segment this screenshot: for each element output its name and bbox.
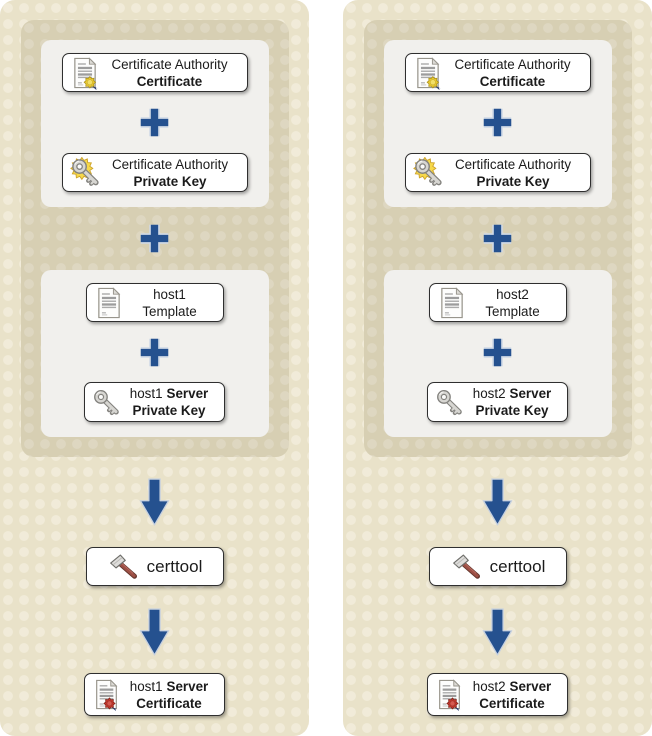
host2-ca-card: Certificate Authority Certificate Certif…	[383, 40, 612, 207]
hammer-icon	[107, 552, 140, 582]
ca-private-key-label: Certificate Authority Private Key	[111, 156, 229, 189]
certtool-label: certtool	[146, 556, 203, 576]
host2-inputs-group: Certificate Authority Certificate Certif…	[363, 20, 632, 457]
plus-icon	[481, 336, 514, 369]
host1-ca-card: Certificate Authority Certificate Certif…	[40, 40, 269, 207]
certificate-gold-seal-icon	[413, 56, 443, 90]
key-icon	[435, 388, 464, 417]
certtool-node: certtool	[85, 547, 224, 586]
key-icon	[92, 388, 121, 417]
down-arrow-icon	[482, 478, 513, 526]
down-arrow-icon	[139, 608, 170, 656]
certificate-red-seal-icon	[435, 678, 464, 711]
plus-icon	[481, 106, 514, 139]
ca-certificate-label: Certificate Authority Certificate	[111, 56, 228, 89]
key-sunburst-icon	[70, 157, 101, 188]
plus-icon	[138, 222, 171, 255]
key-sunburst-icon	[413, 157, 444, 188]
ca-certificate-node: Certificate Authority Certificate	[404, 53, 591, 92]
down-arrow-icon	[482, 608, 513, 656]
hammer-icon	[450, 552, 483, 582]
plus-icon	[481, 222, 514, 255]
plus-icon	[138, 106, 171, 139]
certificate-red-seal-icon	[92, 678, 121, 711]
certtool-label: certtool	[489, 556, 546, 576]
ca-certificate-label: Certificate Authority Certificate	[454, 56, 571, 89]
down-arrow-icon	[139, 478, 170, 526]
ca-certificate-node: Certificate Authority Certificate	[61, 53, 248, 92]
host1-inputs-group: Certificate Authority Certificate Certif…	[20, 20, 289, 457]
certificate-gold-seal-icon	[70, 56, 100, 90]
ca-private-key-node: Certificate Authority Private Key	[404, 153, 591, 192]
column-host1: Certificate Authority Certificate Certif…	[0, 0, 309, 736]
document-icon	[437, 286, 467, 320]
template-label: host2 Template	[485, 286, 540, 319]
ca-private-key-node: Certificate Authority Private Key	[61, 153, 248, 192]
certtool-node: certtool	[428, 547, 567, 586]
template-node: host1 Template	[85, 283, 224, 322]
template-node: host2 Template	[428, 283, 567, 322]
plus-icon	[138, 336, 171, 369]
ca-private-key-label: Certificate Authority Private Key	[454, 156, 572, 189]
template-label: host1 Template	[142, 286, 197, 319]
column-host2: Certificate Authority Certificate Certif…	[343, 0, 652, 736]
document-icon	[94, 286, 124, 320]
